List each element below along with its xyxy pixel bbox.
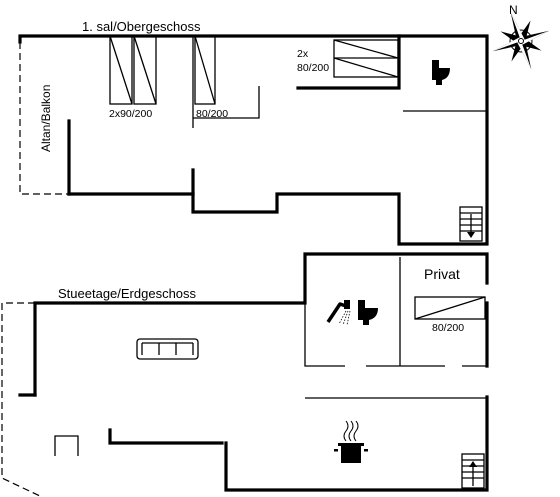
private-bed — [414, 296, 486, 320]
bed-private-label: 80/200 — [432, 322, 464, 334]
balcony-label: Altan/Balkon — [39, 85, 53, 152]
bed-single-label: 80/200 — [196, 108, 228, 120]
stairs-icon — [459, 206, 483, 242]
sofa-icon — [136, 338, 199, 360]
toilet-icon — [358, 300, 378, 325]
beds-twin-label: 2x90/200 — [109, 108, 152, 120]
beds-double-label-line1: 2x — [297, 48, 309, 60]
cooking-pot-icon — [334, 420, 368, 463]
ground-floor-walls — [18, 252, 489, 492]
balcony-outline — [19, 42, 69, 195]
double-bed — [333, 39, 399, 78]
ground-floor-thin-walls — [304, 257, 487, 399]
upper-floor: 1. sal/Obergeschoss 2x90/200 80/200 2x 8… — [18, 19, 489, 246]
terrace-outline — [1, 302, 43, 497]
private-label: Privat — [424, 266, 460, 282]
twin-beds — [109, 35, 157, 105]
shower-icon — [326, 300, 351, 326]
stairs-icon — [461, 453, 485, 489]
upper-floor-thin-walls — [192, 36, 487, 128]
upper-floor-walls — [18, 34, 489, 246]
compass-rose-icon — [492, 12, 550, 70]
single-bed — [194, 35, 216, 105]
ground-floor: Stueetage/Erdgeschoss Privat 80/200 — [1, 252, 489, 497]
north-label: N — [509, 3, 518, 17]
upper-floor-title: 1. sal/Obergeschoss — [82, 19, 201, 34]
ground-floor-title: Stueetage/Erdgeschoss — [58, 286, 197, 301]
toilet-icon — [432, 60, 450, 85]
beds-double-label-line2: 80/200 — [297, 62, 329, 74]
table-icon — [54, 435, 79, 456]
